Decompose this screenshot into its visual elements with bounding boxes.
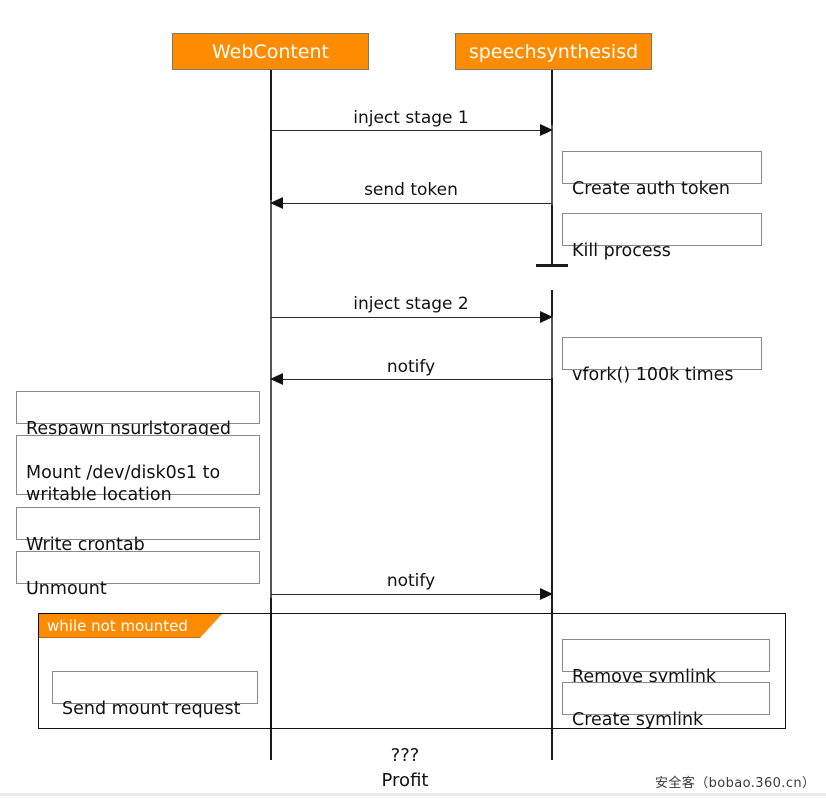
message-arrowhead-notify-1 [270, 373, 283, 385]
bottom-divider [0, 793, 826, 796]
note-remove-symlink: Remove symlink [562, 639, 770, 687]
participant-speechsynthesisd[interactable]: speechsynthesisd [455, 33, 652, 70]
note-create-auth-token: Create auth token [562, 151, 762, 199]
message-arrowhead-send-token [270, 197, 283, 209]
fragment-symlink-race [271, 613, 786, 729]
note-vfork-100k-times: vfork() 100k times [562, 337, 762, 385]
fragment-while-not-mounted-label: while not mounted [47, 617, 188, 635]
message-label-send-token: send token [364, 180, 458, 200]
participant-webcontent[interactable]: WebContent [172, 33, 369, 70]
message-line-inject-stage-2 [271, 317, 543, 318]
message-label-notify-1: notify [386, 357, 436, 377]
message-label-inject-stage-2: inject stage 2 [353, 294, 469, 314]
fragment-while-not-mounted-tab: while not mounted [39, 614, 222, 638]
footer-profit: Profit [381, 770, 429, 791]
message-label-inject-stage-1: inject stage 1 [353, 108, 469, 128]
lifeline-speechsynthesisd-2 [551, 290, 553, 760]
activation-speechsynthesisd-2 [551, 316, 553, 378]
note-create-symlink: Create symlink [562, 682, 770, 730]
message-arrowhead-notify-2 [540, 588, 553, 600]
message-line-notify-1 [281, 379, 552, 380]
note-respawn-nsurlstoraged: Respawn nsurlstoraged [16, 391, 260, 439]
activation-webcontent-1 [270, 200, 272, 380]
message-line-send-token [281, 203, 552, 204]
lifeline-speechsynthesisd-terminator [536, 264, 568, 267]
message-arrowhead-inject-stage-2 [540, 311, 553, 323]
note-send-mount-request: Send mount request [52, 671, 258, 719]
participant-speechsynthesisd-label: speechsynthesisd [468, 40, 639, 63]
message-line-inject-stage-1 [271, 130, 543, 131]
activation-webcontent-2 [270, 378, 272, 598]
message-arrowhead-inject-stage-1 [540, 124, 553, 136]
watermark: 安全客（bobao.360.cn） [655, 776, 816, 791]
message-line-notify-2 [271, 594, 543, 595]
note-mount-disk0s1: Mount /dev/disk0s1 to writable location [16, 435, 260, 505]
note-write-crontab: Write crontab [16, 507, 260, 555]
note-unmount: Unmount [16, 551, 260, 599]
footer-unknown: ??? [390, 745, 420, 766]
message-label-notify-2: notify [386, 571, 436, 591]
note-kill-process: Kill process [562, 213, 762, 261]
fragment-while-not-mounted [38, 613, 271, 729]
participant-webcontent-label: WebContent [212, 40, 329, 63]
activation-speechsynthesisd-1 [551, 125, 553, 205]
